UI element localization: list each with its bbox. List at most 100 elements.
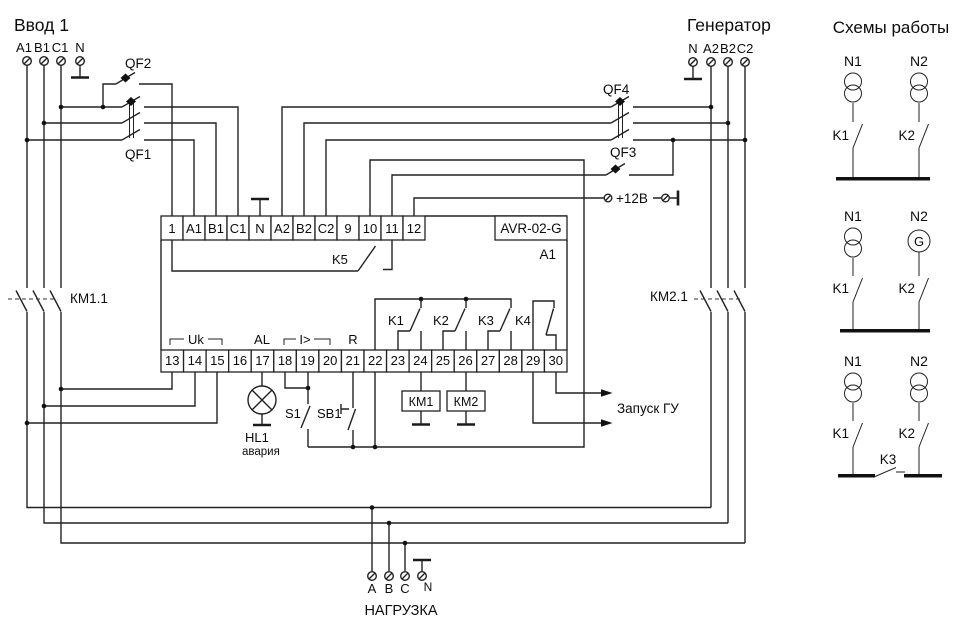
relay-contacts-icon (374, 298, 557, 350)
start-output-label: Запуск ГУ (617, 401, 679, 416)
scheme3-busbar-left-icon (838, 474, 875, 478)
schemes-panel: Схемы работы N1 N2 K1 K2 N1 N2 G K1 K2 N… (832, 18, 949, 478)
func-r-label: R (348, 332, 357, 347)
km2-coil-box (446, 390, 486, 412)
top-terminal-number-A2: A2 (274, 221, 290, 236)
lamp-hl1-icon (247, 385, 277, 427)
relay-k5-label: K5 (332, 252, 348, 267)
relay-k3-label: K3 (478, 313, 494, 328)
phase-wires (26, 65, 746, 544)
gen-screw-terminals-icon (688, 57, 751, 68)
func-al-label: AL (254, 332, 270, 347)
scheme3-src1: N1 (844, 353, 862, 369)
scheme1-busbar-icon (836, 177, 930, 181)
input-terminal-label-b1: B1 (34, 40, 50, 55)
device-ref: A1 (539, 247, 556, 262)
top-terminal-number-B1: B1 (208, 221, 224, 236)
bottom-terminal-number-24: 24 (413, 353, 427, 368)
gen-terminal-label-c2: C2 (737, 41, 754, 56)
device-model-box (494, 215, 568, 241)
bottom-terminal-number-29: 29 (526, 353, 540, 368)
bottom-terminal-number-22: 22 (368, 353, 382, 368)
km2-coil-label: КМ2 (454, 395, 479, 409)
lamp-caption: авария (242, 446, 280, 458)
load-title: НАГРУЗКА (364, 603, 437, 619)
scheme2-busbar-icon (840, 329, 930, 333)
load-label-n: N (424, 580, 433, 594)
bottom-terminal-number-15: 15 (210, 353, 224, 368)
scheme3-busbar-right-icon (904, 474, 942, 478)
qf3-trip-diamond-icon (610, 164, 621, 174)
bottom-terminal-number-16: 16 (233, 353, 247, 368)
bottom-terminal-number-13: 13 (165, 353, 179, 368)
top-terminal-number-B2: B2 (296, 221, 312, 236)
bottom-terminal-number-23: 23 (391, 353, 405, 368)
top-terminal-number-A1: A1 (186, 221, 202, 236)
gen-terminal-label-b2: B2 (720, 41, 736, 56)
button-sb1-label: SB1 (317, 406, 342, 421)
qf4-label: QF4 (603, 82, 630, 97)
generator-title: Генератор (687, 15, 771, 35)
start-arrow-1-icon (601, 389, 613, 397)
gen-terminal-label-a2: A2 (703, 41, 719, 56)
gen-terminal-label-n: N (688, 41, 697, 56)
qf2-label: QF2 (125, 56, 151, 71)
external-circuits: HL1 авария S1 SB1 КМ1 КМ2 Запуск ГУ (24, 159, 679, 458)
top-terminal-number-12: 12 (407, 221, 421, 236)
km11-label: КМ1.1 (70, 291, 108, 306)
bottom-terminal-number-25: 25 (436, 353, 450, 368)
load-screw-terminals-icon (367, 571, 428, 582)
bottom-terminal-number-18: 18 (278, 353, 292, 368)
load-section: A B C N НАГРУЗКА (364, 505, 438, 619)
scheme3-k1: K1 (832, 426, 849, 441)
load-label-a: A (368, 581, 377, 596)
bottom-terminal-number-19: 19 (300, 353, 314, 368)
lamp-name: HL1 (245, 430, 269, 445)
bottom-terminal-number-14: 14 (188, 353, 202, 368)
scheme3-k3: K3 (880, 452, 897, 467)
km21-label: КМ2.1 (650, 289, 688, 304)
scheme2-generator-icon: G (914, 234, 924, 249)
start-arrow-2-icon (601, 419, 613, 427)
switch-s1-label: S1 (285, 406, 301, 421)
input-section: Ввод 1 A1 B1 C1 N (14, 15, 89, 79)
km1-coil-label: КМ1 (409, 395, 434, 409)
relay-k5-contact-icon (171, 240, 393, 272)
scheme3-k2: K2 (898, 426, 915, 441)
qf1-linkage-icon (129, 100, 134, 138)
top-terminal-number-9: 9 (344, 221, 351, 236)
load-label-c: C (400, 581, 409, 596)
plus12-terminals-icon (603, 193, 671, 203)
top-terminal-number-C1: C1 (230, 221, 247, 236)
scheme2-k1: K1 (832, 281, 849, 296)
bottom-terminal-number-26: 26 (458, 353, 472, 368)
top-terminal-number-10: 10 (363, 221, 377, 236)
scheme2-src2: N2 (910, 208, 928, 224)
input-terminal-label-n: N (75, 40, 84, 55)
breaker-qf1-qf2: QF2 QF1 (24, 56, 239, 216)
qf4-trip-diamond-icon (615, 97, 625, 106)
relay-k4-label: K4 (515, 313, 531, 328)
input-title: Ввод 1 (14, 15, 69, 35)
bottom-terminal-number-21: 21 (345, 353, 359, 368)
input-screw-terminals-icon (22, 56, 85, 67)
top-terminal-number-N: N (255, 221, 264, 236)
bottom-terminal-number-17: 17 (255, 353, 269, 368)
qf2-trip-diamond-icon (120, 73, 131, 83)
qf1-trip-diamond-icon (126, 97, 136, 106)
input-terminal-label-c1: C1 (52, 40, 69, 55)
qf3-label: QF3 (610, 145, 636, 160)
scheme1-src1: N1 (844, 53, 862, 69)
scheme2-k2: K2 (898, 281, 915, 296)
scheme-source-icons (844, 72, 931, 403)
scheme1-k2: K2 (898, 128, 915, 143)
func-uk-label: Uk (188, 332, 204, 347)
bottom-terminal-number-28: 28 (503, 353, 517, 368)
contactor-contacts: КМ1.1 КМ2.1 (8, 289, 746, 312)
scheme2-src1: N1 (844, 208, 862, 224)
